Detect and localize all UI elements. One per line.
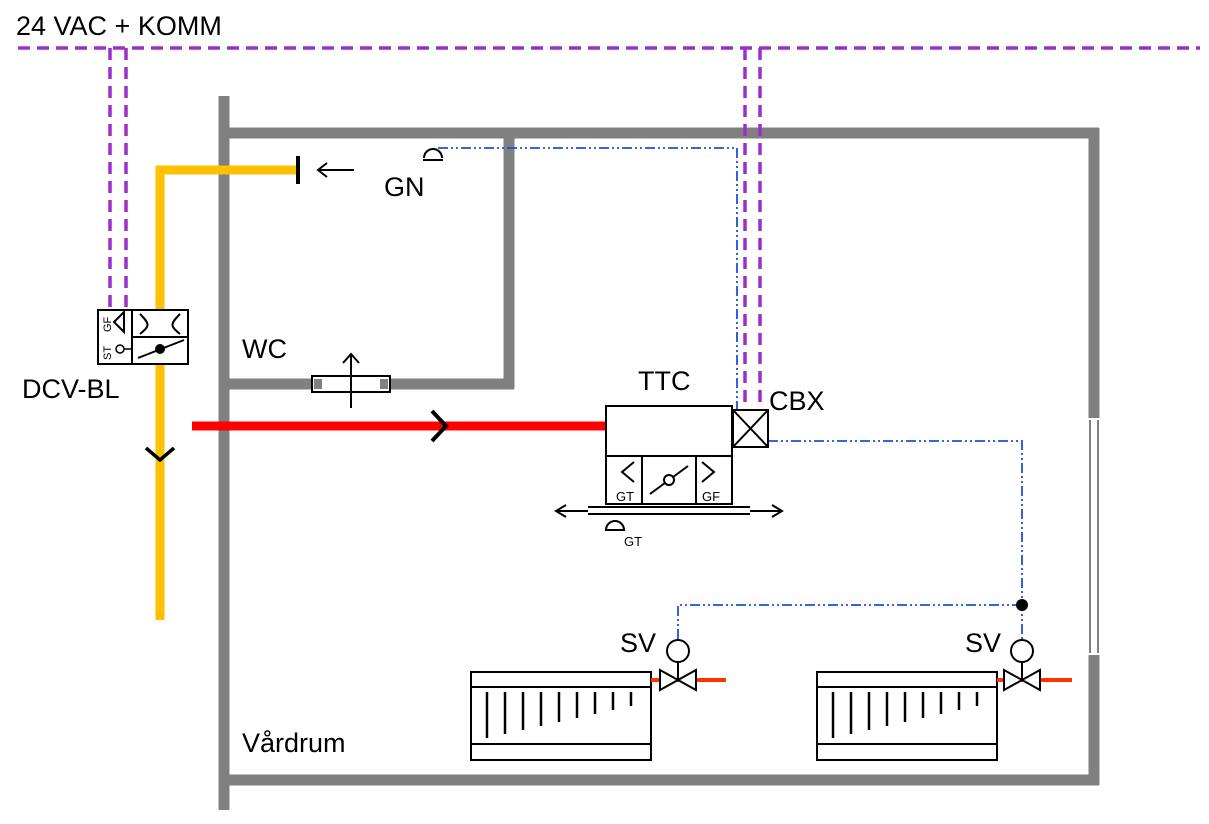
valve-right-icon bbox=[1003, 639, 1041, 692]
power-label: 24 VAC + KOMM bbox=[16, 11, 222, 41]
wc-label: WC bbox=[242, 334, 287, 364]
cbx-label: CBX bbox=[769, 386, 825, 416]
dcv-bl-label: DCV-BL bbox=[22, 374, 120, 404]
cbx-box bbox=[732, 409, 769, 448]
dcv-gf-label: GF bbox=[102, 316, 114, 332]
sv-right-label: SV bbox=[965, 628, 1001, 658]
exhaust-flow-arrow bbox=[316, 162, 354, 178]
ttc-unit bbox=[605, 405, 733, 505]
valve-left-icon bbox=[659, 639, 697, 692]
radiator-right bbox=[816, 671, 998, 761]
signal-lines bbox=[438, 147, 1023, 640]
ttc-gt-label: GT bbox=[616, 489, 634, 504]
gn-sensor-icon bbox=[423, 148, 443, 161]
exhaust-duct bbox=[155, 165, 298, 620]
gt-sensor-icon bbox=[604, 520, 626, 531]
supply-flow-arrow bbox=[430, 409, 449, 443]
ttc-discharge bbox=[554, 504, 784, 518]
signal-gn bbox=[438, 147, 738, 410]
gt-bottom-label: GT bbox=[624, 534, 642, 549]
walls bbox=[218, 96, 1100, 810]
signal-junction bbox=[1016, 599, 1028, 611]
ttc-gf-label: GF bbox=[702, 489, 720, 504]
signal-cbx-sv bbox=[768, 440, 1023, 640]
comm-lines bbox=[18, 46, 1200, 452]
ttc-label: TTC bbox=[638, 366, 690, 396]
dcv-st-label: ST bbox=[102, 346, 114, 360]
sv-left-label: SV bbox=[620, 628, 656, 658]
duct-flow-arrow bbox=[144, 446, 176, 463]
room-label: Vårdrum bbox=[242, 728, 346, 758]
dcv-bl-unit bbox=[97, 309, 189, 365]
gn-label: GN bbox=[384, 172, 425, 202]
window bbox=[1089, 420, 1099, 653]
transfer-air-device bbox=[311, 352, 391, 408]
radiator-left bbox=[470, 671, 652, 761]
